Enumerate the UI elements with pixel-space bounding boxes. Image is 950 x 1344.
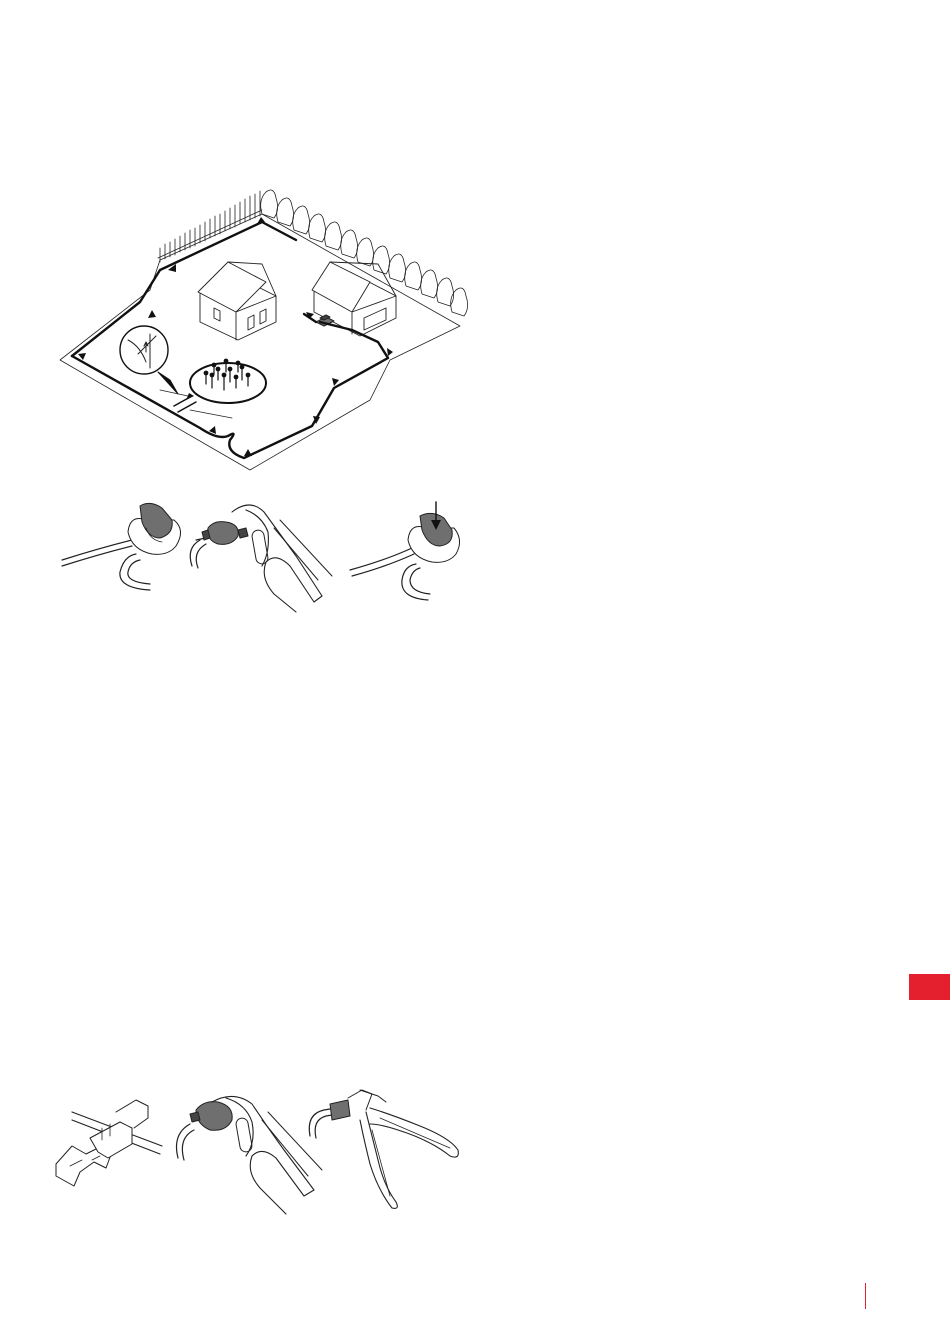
connector-step-3: [350, 502, 460, 600]
boundary-wire: [72, 222, 388, 458]
house: [198, 262, 276, 340]
hedge-row: [261, 190, 468, 316]
connector-crimp-figure: [55, 490, 475, 615]
splice-step-2: [177, 1096, 323, 1214]
wire-splice-figure: [50, 1085, 470, 1225]
section-tab-marker: [909, 974, 950, 1000]
wire-splice-illustration: [50, 1085, 470, 1225]
connector-step-2: [190, 505, 332, 612]
connector-crimp-illustration: [55, 490, 475, 615]
garden-layout-illustration: [55, 180, 475, 470]
picket-fence-left: [158, 191, 262, 262]
garden-layout-figure: [55, 180, 475, 470]
page-number-rule: [865, 1283, 866, 1309]
connector-step-1: [62, 503, 181, 590]
splice-step-3: [309, 1090, 458, 1208]
splice-step-1: [56, 1100, 162, 1186]
detail-callout: [120, 326, 178, 394]
